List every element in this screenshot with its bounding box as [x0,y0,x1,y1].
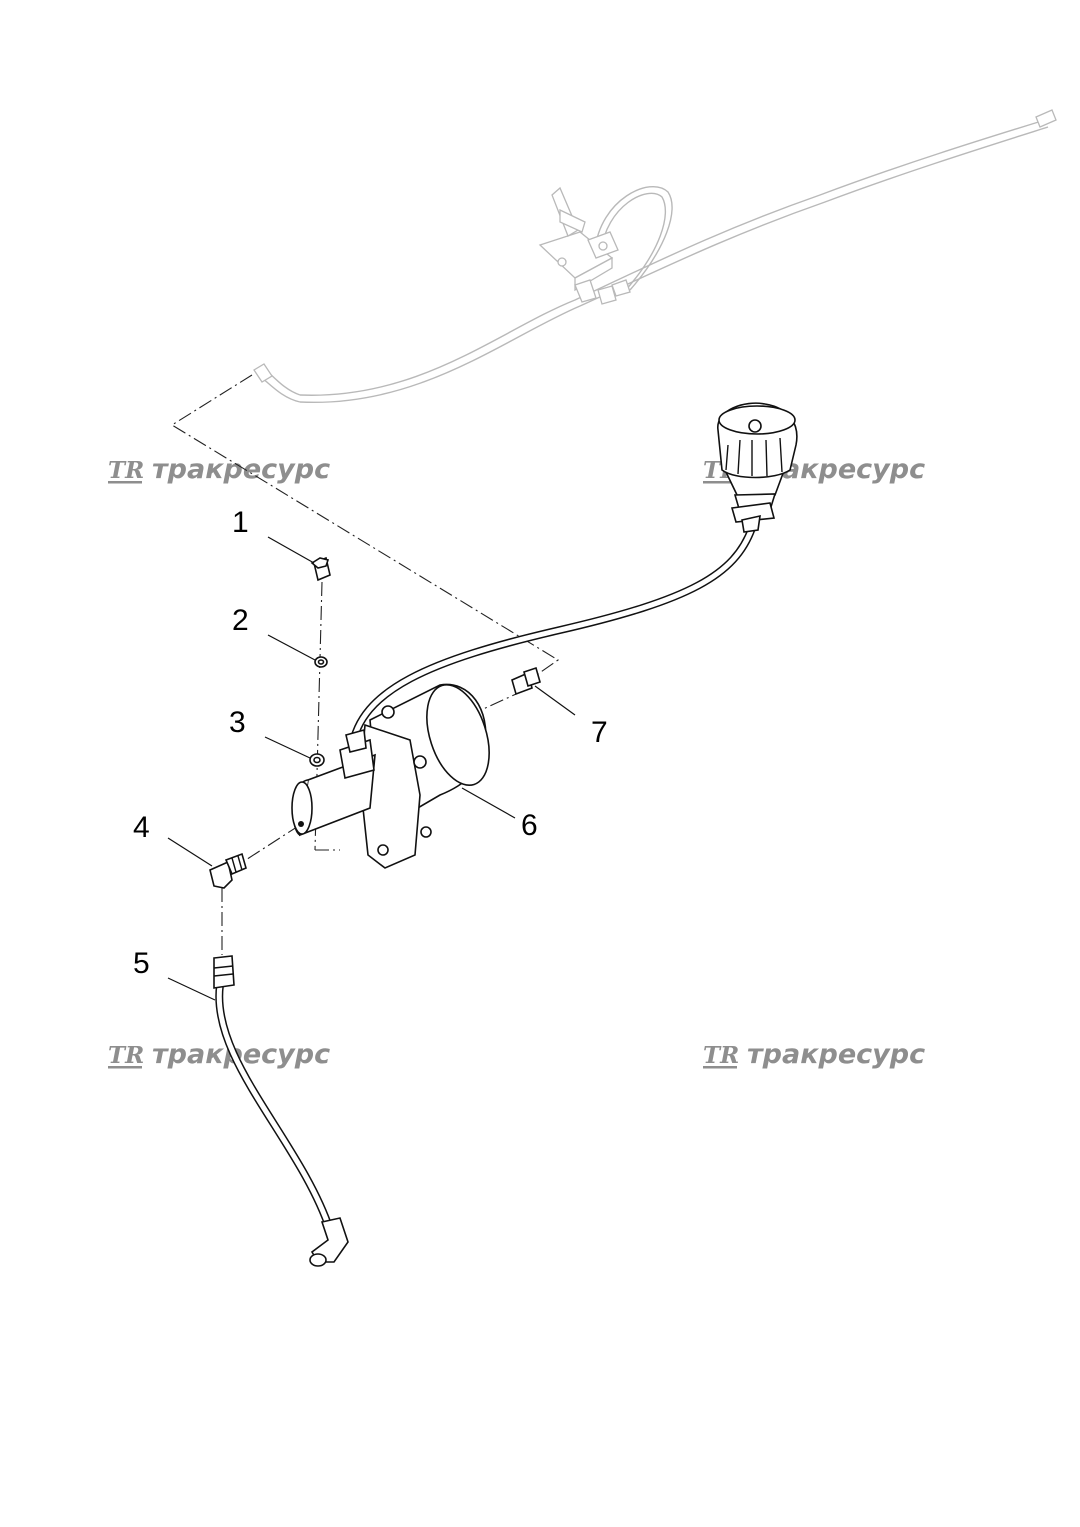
callout-2: 2 [232,604,249,637]
callout-4: 4 [133,811,150,844]
watermark-bottom-right: TR тракресурс [703,1039,925,1070]
callout-5: 5 [133,947,150,980]
watermark-logo: TR [108,457,144,484]
watermark-bottom-left: TR тракресурс [108,1039,330,1070]
fitting [511,666,541,696]
elbow-fitting [209,852,247,889]
reservoir-hose [348,524,756,752]
bleeder-screw [310,556,331,582]
callout-6: 6 [521,809,538,842]
callout-7: 7 [591,716,608,749]
watermark-logo: TR [108,1042,144,1069]
clutch-cylinder [291,683,490,869]
flexible-hose [213,955,349,1267]
washer-small [314,656,328,668]
watermark-logo: TR [703,1042,739,1069]
watermark-top-left: TR тракресурс [108,454,330,485]
washer [309,753,325,767]
callout-3: 3 [229,706,246,739]
leader-lines [167,536,576,1001]
ghost-pedal-assembly [253,109,1057,404]
watermark-text: тракресурс [152,454,330,485]
watermark-text: тракресурс [747,1039,925,1070]
callout-1: 1 [232,506,249,539]
callout-labels: 1 2 3 4 5 6 7 [133,506,608,980]
fluid-reservoir [717,402,798,533]
